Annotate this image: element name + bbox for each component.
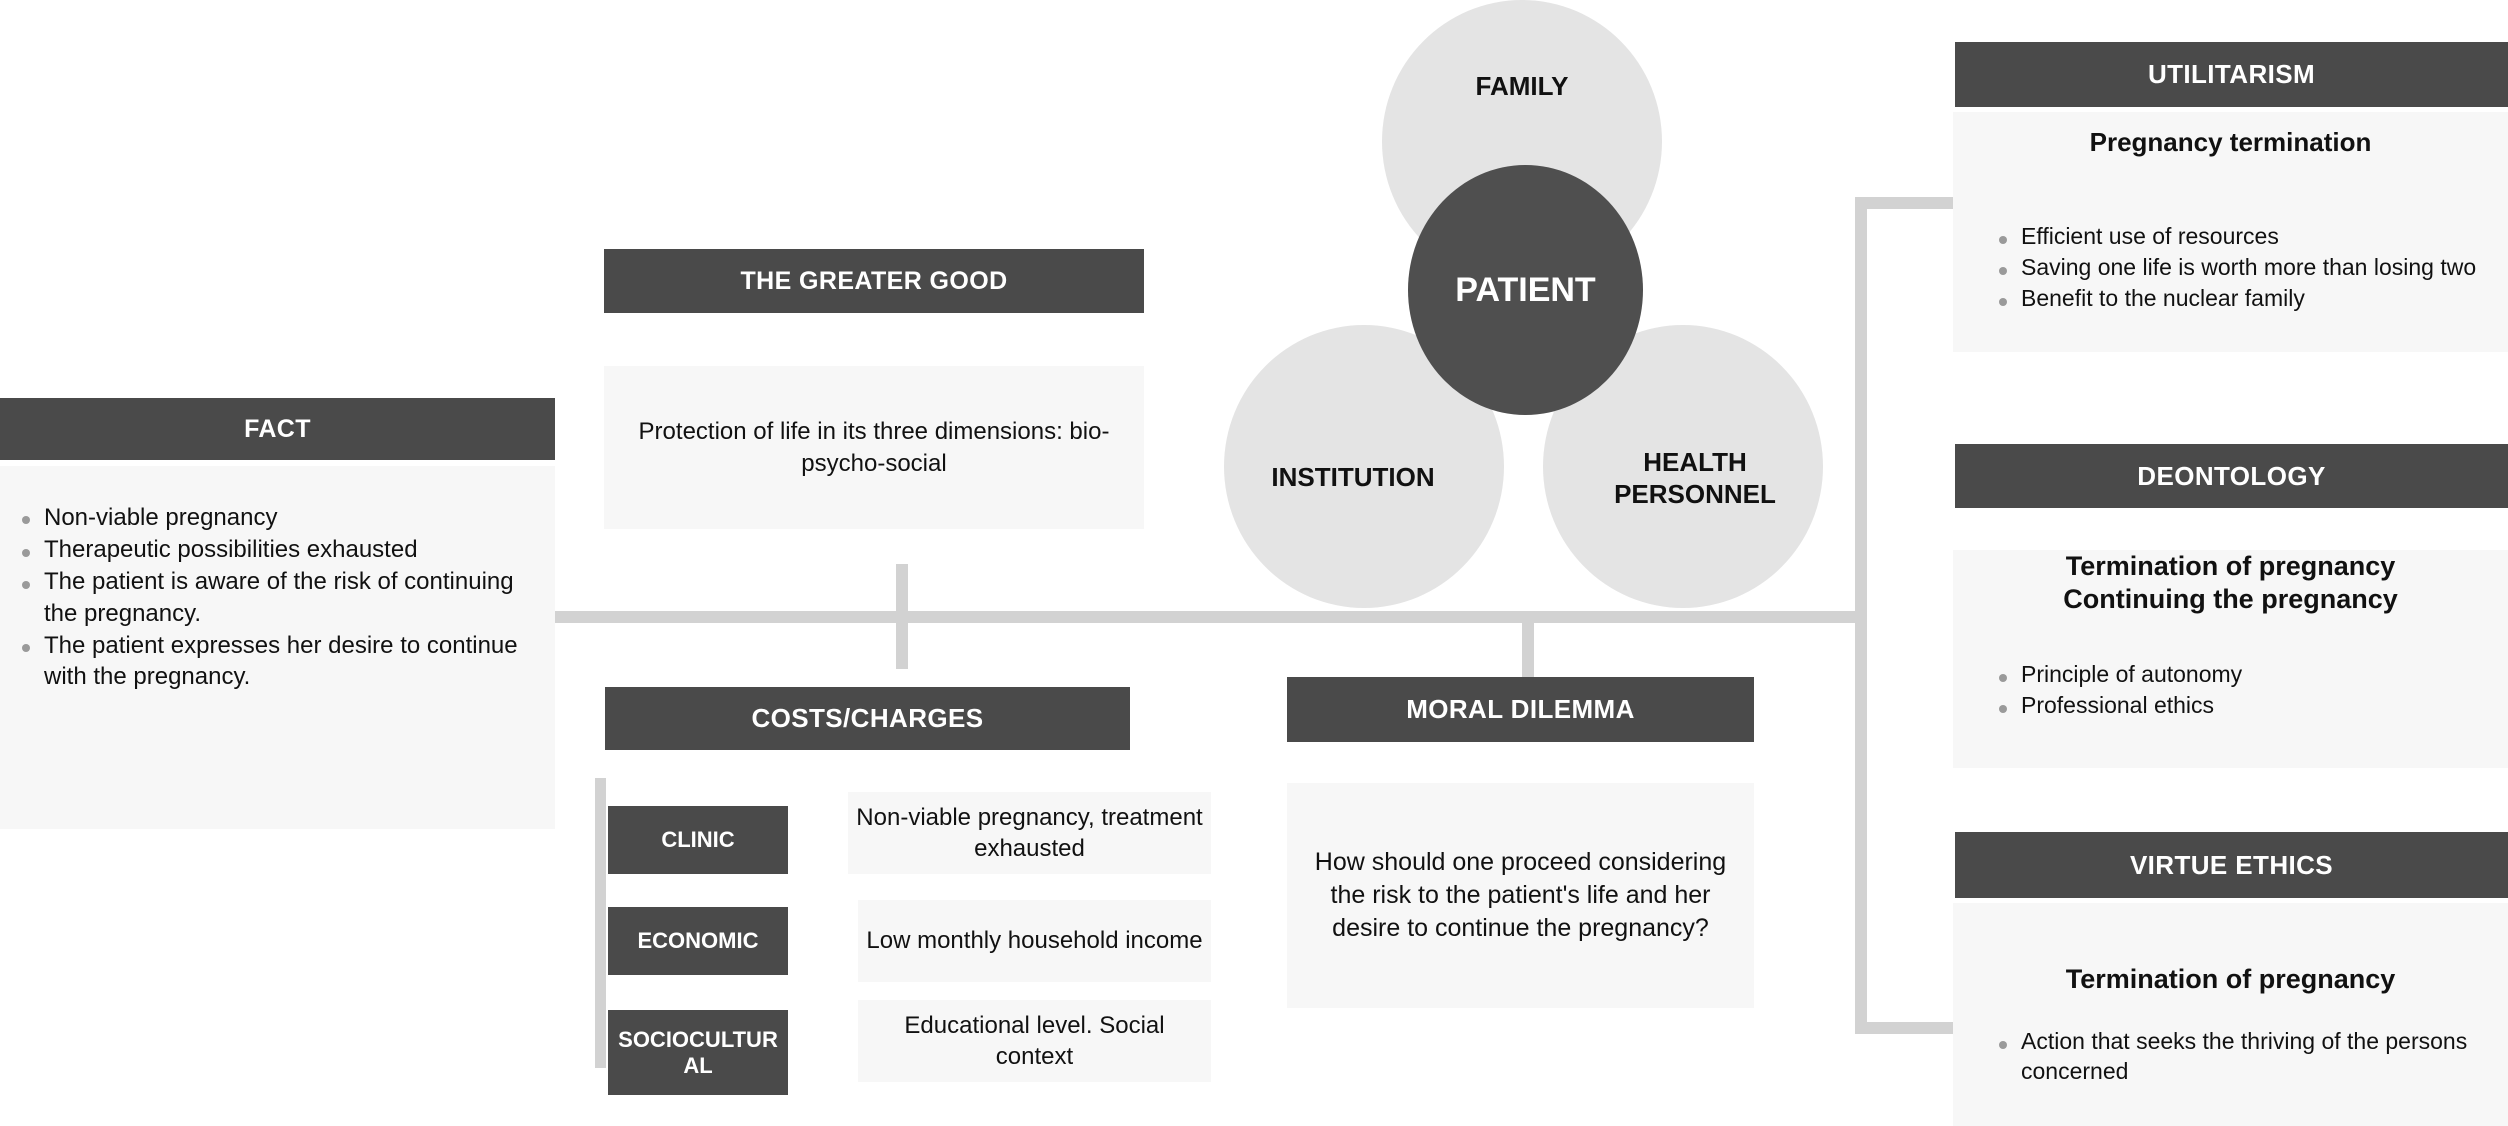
family-label: FAMILY — [1475, 70, 1569, 101]
virtue-ethics-bullet-text: Action that seeks the thriving of the pe… — [2021, 1028, 2468, 1084]
virtue-ethics-bullets-panel: Action that seeks the thriving of the pe… — [1953, 1007, 2508, 1126]
deontology-bullet-text: Principle of autonomy — [2021, 661, 2243, 687]
deontology-bullets-panel: Principle of autonomy Professional ethic… — [1953, 640, 2508, 768]
greater-good-body: Protection of life in its three dimensio… — [604, 366, 1144, 529]
connector-frameworks-branch-top — [1855, 197, 1955, 209]
cost-value-economic: Low monthly household income — [858, 900, 1211, 982]
fact-body: Non-viable pregnancy Therapeutic possibi… — [0, 466, 555, 829]
list-item: Therapeutic possibilities exhausted — [14, 534, 545, 565]
utilitarism-lead: Pregnancy termination — [2089, 127, 2372, 157]
utilitarism-bullets-panel: Efficient use of resources Saving one li… — [1953, 212, 2508, 352]
deontology-title: DEONTOLOGY — [2137, 460, 2326, 491]
list-item: The patient is aware of the risk of cont… — [14, 566, 545, 628]
stakeholder-circle-patient: PATIENT — [1408, 165, 1643, 415]
list-item: Action that seeks the thriving of the pe… — [1991, 1027, 2490, 1087]
greater-good-title: THE GREATER GOOD — [740, 266, 1008, 295]
list-item: The patient expresses her desire to cont… — [14, 630, 545, 692]
fact-title: FACT — [244, 414, 311, 443]
fact-bullet-text: The patient expresses her desire to cont… — [44, 631, 518, 690]
fact-bullet-text: Therapeutic possibilities exhausted — [44, 536, 418, 564]
list-item: Professional ethics — [1991, 691, 2490, 721]
connector-main-horizontal — [555, 611, 1857, 623]
deontology-lead: Termination of pregnancy Continuing the … — [1953, 550, 2508, 616]
list-item: Non-viable pregnancy — [14, 502, 545, 533]
cost-label-text: CLINIC — [661, 827, 735, 853]
utilitarism-bullet-text: Benefit to the nuclear family — [2021, 284, 2305, 311]
list-item: Saving one life is worth more than losin… — [1991, 253, 2490, 283]
virtue-ethics-title: VIRTUE ETHICS — [2129, 849, 2334, 880]
moral-dilemma-text: How should one proceed considering the r… — [1314, 848, 1727, 942]
cost-label-text: SOCIOCULTUR AL — [618, 1026, 778, 1078]
list-item: Benefit to the nuclear family — [1991, 284, 2490, 314]
utilitarism-bullet-text: Efficient use of resources — [2021, 223, 2279, 249]
connector-frameworks-vertical — [1855, 197, 1867, 1034]
cost-value-sociocultural: Educational level. Social context — [858, 1000, 1211, 1082]
list-item: Principle of autonomy — [1991, 660, 2490, 690]
cost-label-clinic: CLINIC — [608, 806, 788, 874]
connector-moral-dilemma-stub — [1522, 611, 1534, 689]
utilitarism-bullet-list: Efficient use of resources Saving one li… — [1991, 222, 2490, 314]
utilitarism-title: UTILITARISM — [2147, 59, 2316, 89]
moral-dilemma-title: MORAL DILEMMA — [1406, 694, 1635, 724]
cost-value-clinic: Non-viable pregnancy, treatment exhauste… — [848, 792, 1211, 874]
patient-label: PATIENT — [1455, 270, 1596, 309]
virtue-ethics-bullet-list: Action that seeks the thriving of the pe… — [1991, 1027, 2490, 1087]
fact-header: FACT — [0, 398, 555, 460]
cost-label-economic: ECONOMIC — [608, 907, 788, 975]
fact-bullet-text: The patient is aware of the risk of cont… — [44, 568, 514, 627]
deontology-header: DEONTOLOGY — [1955, 444, 2508, 508]
greater-good-header: THE GREATER GOOD — [604, 249, 1144, 313]
health-personnel-label: HEALTH PERSONNEL — [1614, 446, 1776, 509]
moral-dilemma-body: How should one proceed considering the r… — [1287, 783, 1754, 1008]
cost-value-text: Low monthly household income — [866, 927, 1203, 955]
cost-label-sociocultural: SOCIOCULTUR AL — [608, 1010, 788, 1095]
virtue-ethics-header: VIRTUE ETHICS — [1955, 832, 2508, 898]
virtue-ethics-lead: Termination of pregnancy — [2065, 964, 2396, 994]
cost-value-text: Educational level. Social context — [904, 1011, 1165, 1070]
institution-label: INSTITUTION — [1271, 461, 1435, 492]
utilitarism-header: UTILITARISM — [1955, 42, 2508, 107]
fact-bullet-list: Non-viable pregnancy Therapeutic possibi… — [14, 502, 545, 692]
virtue-ethics-body: Termination of pregnancy — [1953, 903, 2508, 1023]
deontology-bullet-list: Principle of autonomy Professional ethic… — [1991, 660, 2490, 721]
list-item: Efficient use of resources — [1991, 222, 2490, 252]
connector-frameworks-branch-bottom — [1855, 1022, 1955, 1034]
fact-bullet-text: Non-viable pregnancy — [44, 504, 278, 531]
costs-header: COSTS/CHARGES — [605, 687, 1130, 750]
deontology-bullet-text: Professional ethics — [2021, 691, 2215, 718]
connector-costs-vertical — [595, 778, 606, 1068]
greater-good-text: Protection of life in its three dimensio… — [638, 417, 1110, 477]
connector-greater-good-stub — [896, 564, 908, 669]
moral-dilemma-header: MORAL DILEMMA — [1287, 677, 1754, 742]
cost-label-text: ECONOMIC — [637, 928, 759, 954]
deontology-lead-text: Termination of pregnancy Continuing the … — [2063, 551, 2398, 614]
costs-title: COSTS/CHARGES — [751, 703, 984, 733]
cost-value-text: Non-viable pregnancy, treatment exhauste… — [856, 803, 1203, 862]
utilitarism-bullet-text: Saving one life is worth more than losin… — [2021, 253, 2477, 280]
